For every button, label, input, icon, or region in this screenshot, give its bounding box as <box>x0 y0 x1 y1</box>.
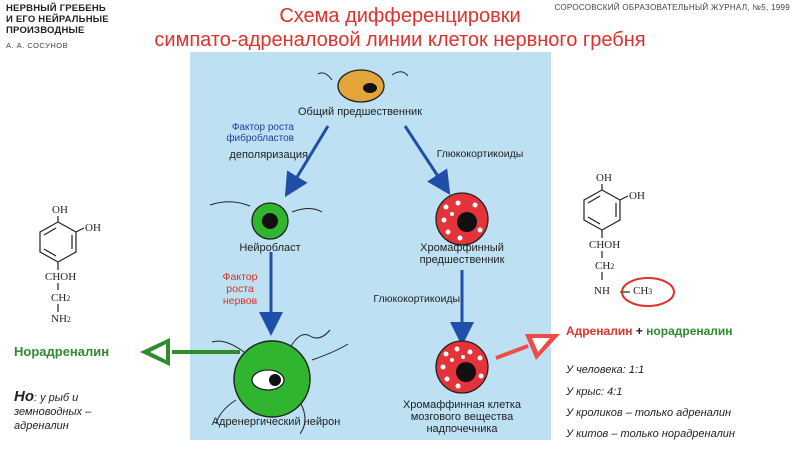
label-noradrenaline-right: норадреналин <box>646 324 733 338</box>
label-adrenaline-noradrenaline: Адреналин + норадреналин <box>566 324 733 338</box>
right-nh: NH <box>594 285 610 297</box>
adrenergic-neuron-cell <box>211 329 349 435</box>
chromaffin-cell <box>435 340 489 394</box>
label-chromaffin-precursor: Хромаффинный предшественник <box>419 242 505 266</box>
journal-header-right: СОРОСОВСКИЙ ОБРАЗОВАТЕЛЬНЫЙ ЖУРНАЛ, №5, … <box>554 3 790 12</box>
note-fish-amphibians: Но: у рыб и земноводных – адреналин <box>14 388 92 432</box>
right-choh: CHOH <box>589 239 621 251</box>
ratio-rat: У крыс: 4:1 <box>566 386 623 398</box>
methyl-highlight-circle <box>621 277 675 307</box>
arrow-to-chromaffin-precursor <box>403 125 451 196</box>
label-fgf: Фактор роста фибробластов <box>226 122 294 144</box>
label-chromaffin-cell: Хромаффинная клетка мозгового вещества н… <box>402 399 522 435</box>
ratio-human: У человека: 1:1 <box>566 364 645 376</box>
right-ch2: CH2 <box>595 260 615 272</box>
ratio-whale: У китов – только норадреналин <box>566 428 735 440</box>
common-precursor-cell <box>317 69 409 103</box>
journal-header-line: ПРОИЗВОДНЫЕ <box>6 25 85 36</box>
left-ch2: CH2 <box>51 292 71 304</box>
left-oh-top: OH <box>52 204 68 216</box>
journal-header-left: НЕРВНЫЙ ГРЕБЕНЬ И ЕГО НЕЙРАЛЬНЫЕ ПРОИЗВО… <box>6 3 109 36</box>
right-oh-side: OH <box>629 190 645 202</box>
left-choh: CHOH <box>45 271 77 283</box>
label-glucocorticoids-mid: Глюкокортикоиды <box>373 293 460 305</box>
label-depolarization: деполяризация <box>229 149 308 161</box>
label-neuroblast: Нейробласт <box>239 242 301 254</box>
adrenaline-structure <box>583 184 630 293</box>
journal-header-line: НЕРВНЫЙ ГРЕБЕНЬ <box>6 3 106 14</box>
noradrenaline-structure <box>39 216 85 312</box>
neuroblast-cell <box>209 201 323 240</box>
chromaffin-precursor-cell <box>435 192 489 246</box>
arrow-to-neuroblast <box>284 125 330 198</box>
left-nh2: NH2 <box>51 313 71 325</box>
author: А. А. СОСУНОВ <box>6 41 69 50</box>
slide-title-line1: Схема дифференцировки <box>279 5 521 27</box>
label-adrenaline: Адреналин <box>566 324 633 338</box>
right-oh-top: OH <box>596 172 612 184</box>
label-glucocorticoids-top: Глюкокортикоиды <box>436 148 524 160</box>
label-adrenergic-neuron: Адренергический нейрон <box>211 416 341 428</box>
slide-title-line2: симпато-адреналовой линии клеток нервног… <box>154 29 646 51</box>
label-common-precursor: Общий предшественник <box>297 106 423 118</box>
adrenaline-arrow <box>495 334 560 360</box>
ratio-rabbit: У кроликов – только адреналин <box>566 407 732 419</box>
label-noradrenaline: Норадреналин <box>14 344 110 359</box>
right-ch3: CH3 <box>633 285 653 297</box>
journal-header-line: И ЕГО НЕЙРАЛЬНЫЕ <box>6 14 109 25</box>
noradrenaline-arrow <box>140 338 240 366</box>
label-ngf: Фактор роста нервов <box>222 271 258 307</box>
left-oh-side: OH <box>85 222 101 234</box>
